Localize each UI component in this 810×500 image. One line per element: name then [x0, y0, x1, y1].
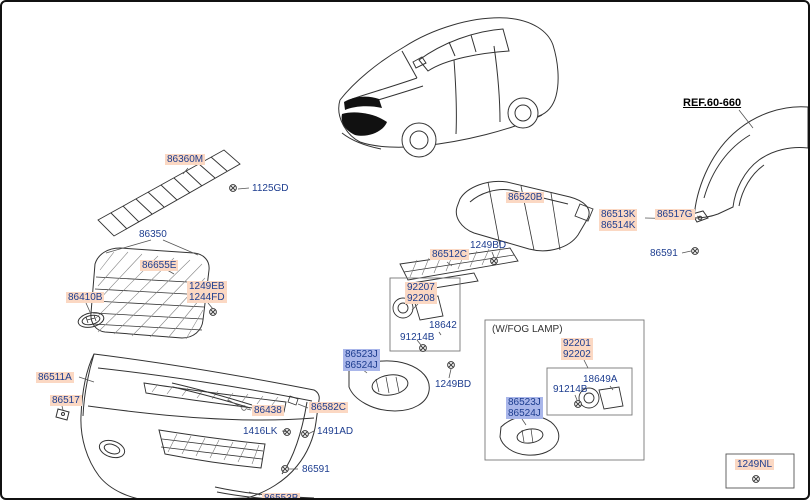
car-illustration — [338, 17, 559, 158]
part-label-1244FD[interactable]: 1244FD — [189, 292, 225, 303]
part-label-86523J-86524J[interactable]: 86523J 86524J — [343, 349, 380, 371]
bumper-cover-drawing — [55, 353, 320, 498]
part-label-1491AD[interactable]: 1491AD — [317, 426, 354, 437]
part-label-1249EB-1244FD[interactable]: 1249EB 1244FD — [187, 281, 227, 303]
fender-drawing — [691, 106, 808, 223]
fastener-icons — [209, 184, 760, 483]
part-label-86553B[interactable]: 86553B — [262, 493, 301, 498]
part-label-1416LK[interactable]: 1416LK — [243, 426, 278, 437]
part-label-86655E[interactable]: 86655E — [140, 260, 179, 271]
part-label-86438[interactable]: 86438 — [252, 405, 284, 416]
part-label-92202[interactable]: 92202 — [563, 349, 591, 360]
ref-link[interactable]: REF.60-660 — [683, 97, 742, 109]
part-label-1249EB[interactable]: 1249EB — [189, 281, 225, 292]
part-label-86517G[interactable]: 86517G — [655, 209, 695, 220]
part-label-86517[interactable]: 86517 — [50, 395, 82, 406]
part-label-86410B[interactable]: 86410B — [66, 292, 105, 303]
part-label-86513K-86514K[interactable]: 86513K 86514K — [599, 209, 638, 231]
part-label-86591[interactable]: 86591 — [302, 464, 330, 475]
fog-lamp-cover-right-drawing — [499, 415, 560, 456]
part-label-86513K[interactable]: 86513K — [601, 209, 636, 220]
part-label-86511A[interactable]: 86511A — [36, 372, 74, 383]
part-label-92207-92208[interactable]: 92207 92208 — [405, 282, 437, 304]
part-label-92207[interactable]: 92207 — [407, 282, 435, 293]
part-label-86350[interactable]: 86350 — [139, 229, 167, 240]
part-label-1249NL[interactable]: 1249NL — [735, 459, 775, 470]
fog-lamp-box-caption: (W/FOG LAMP) — [492, 324, 563, 335]
part-label-86523J-2[interactable]: 86523J — [508, 397, 541, 408]
part-label-1249BD[interactable]: 1249BD — [470, 240, 507, 251]
part-label-86523J[interactable]: 86523J — [345, 349, 378, 360]
part-label-92208[interactable]: 92208 — [407, 293, 435, 304]
part-label-86582C[interactable]: 86582C — [309, 402, 349, 413]
part-label-86514K[interactable]: 86514K — [601, 220, 636, 231]
emblem-drawing — [77, 312, 105, 328]
part-label-1249BD-2[interactable]: 1249BD — [435, 379, 472, 390]
part-label-92201[interactable]: 92201 — [563, 338, 591, 349]
part-label-1125GD[interactable]: 1125GD — [252, 183, 289, 194]
part-label-91214B[interactable]: 91214B — [400, 332, 435, 343]
part-label-91214B-2[interactable]: 91214B — [553, 384, 588, 395]
part-label-18642[interactable]: 18642 — [429, 320, 457, 331]
part-label-92201-92202[interactable]: 92201 92202 — [561, 338, 593, 360]
part-label-86591-2[interactable]: 86591 — [650, 248, 678, 259]
part-label-86523J-86524J-2[interactable]: 86523J 86524J — [506, 397, 543, 419]
part-label-86360M[interactable]: 86360M — [165, 154, 206, 165]
part-label-86512C[interactable]: 86512C — [430, 249, 470, 260]
part-label-86524J[interactable]: 86524J — [345, 360, 378, 371]
part-label-86524J-2[interactable]: 86524J — [508, 408, 541, 419]
part-label-86520B[interactable]: 86520B — [506, 192, 545, 203]
